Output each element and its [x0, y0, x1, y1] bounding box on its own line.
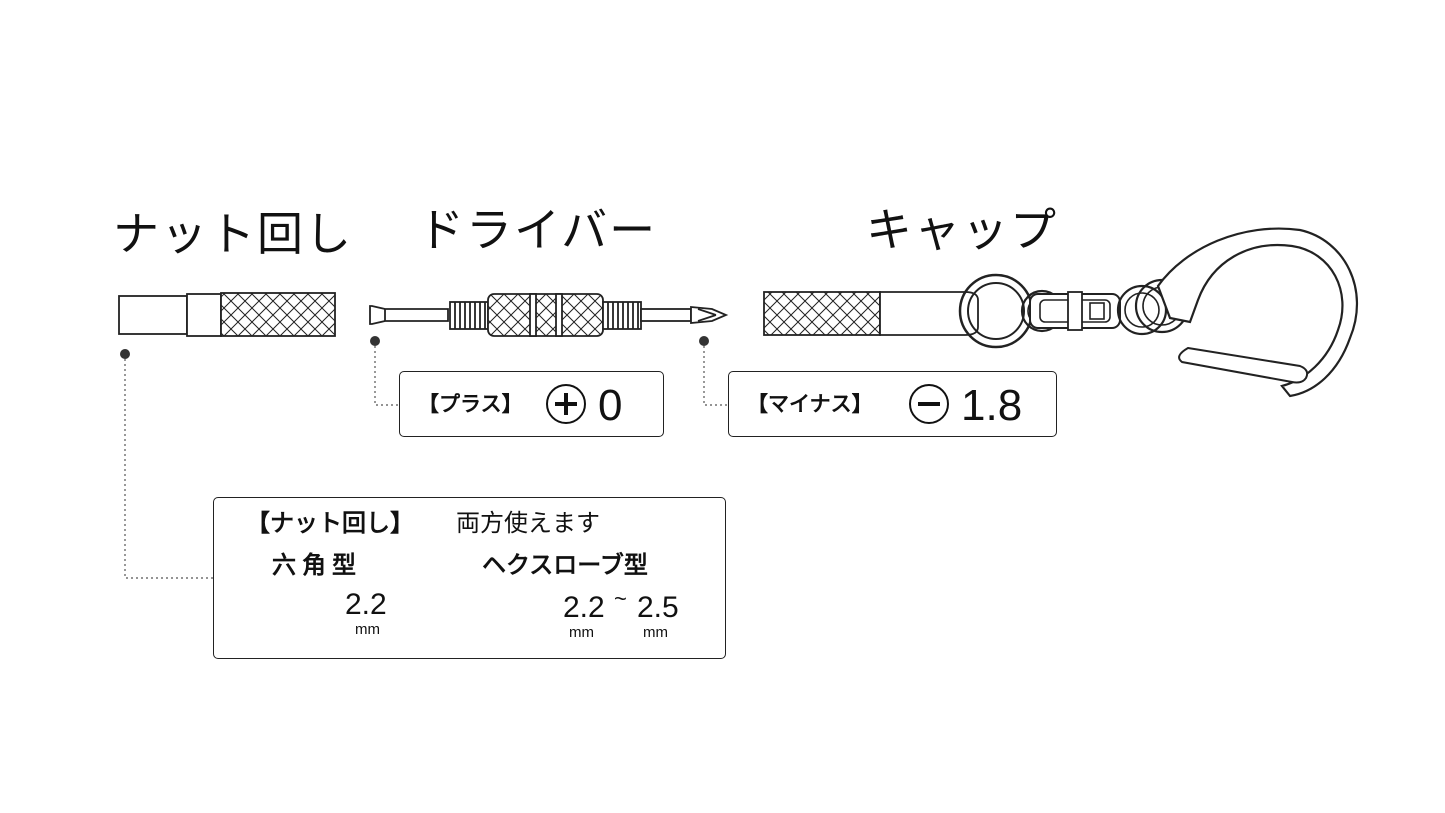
- minus-spec-box: 【マイナス】 1.8: [728, 371, 1057, 437]
- leader-dot-plus: [370, 336, 380, 346]
- nut-driver-spec-box: [213, 497, 726, 659]
- hexalobe-type-label: ヘクスローブ型: [482, 551, 648, 579]
- hexalobe-size-max: 2.5: [637, 591, 679, 624]
- range-separator: ~: [614, 586, 627, 611]
- plus-size-value: 0: [598, 381, 623, 430]
- hex-size-value: 2.2: [345, 588, 387, 621]
- slotted-minus-icon: [909, 384, 949, 424]
- leader-lines: [124, 341, 729, 579]
- minus-label: 【マイナス】: [747, 392, 873, 416]
- hexalobe-unit-min: mm: [569, 624, 594, 641]
- nut-driver-tool: [118, 292, 336, 337]
- leader-dot-nut: [120, 349, 130, 359]
- hex-size-unit: mm: [355, 621, 380, 638]
- leader-dot-minus: [699, 336, 709, 346]
- title-driver: ドライバー: [418, 203, 658, 257]
- both-usable-note: 両方使えます: [456, 509, 600, 537]
- title-cap: キャップ: [866, 203, 1058, 257]
- hexalobe-size-min: 2.2: [563, 591, 605, 624]
- phillips-plus-icon: [546, 384, 586, 424]
- nut-driver-label: 【ナット回し】: [246, 509, 414, 537]
- cap-keychain-tool: [763, 227, 1359, 398]
- screwdriver-tool: [369, 293, 729, 337]
- minus-size-value: 1.8: [961, 381, 1023, 430]
- plus-label: 【プラス】: [418, 392, 523, 416]
- hex-type-label: 六角型: [272, 551, 362, 579]
- hexalobe-unit-max: mm: [643, 624, 668, 641]
- title-nut-driver: ナット回し: [113, 207, 353, 261]
- plus-spec-box: 【プラス】 0: [399, 371, 664, 437]
